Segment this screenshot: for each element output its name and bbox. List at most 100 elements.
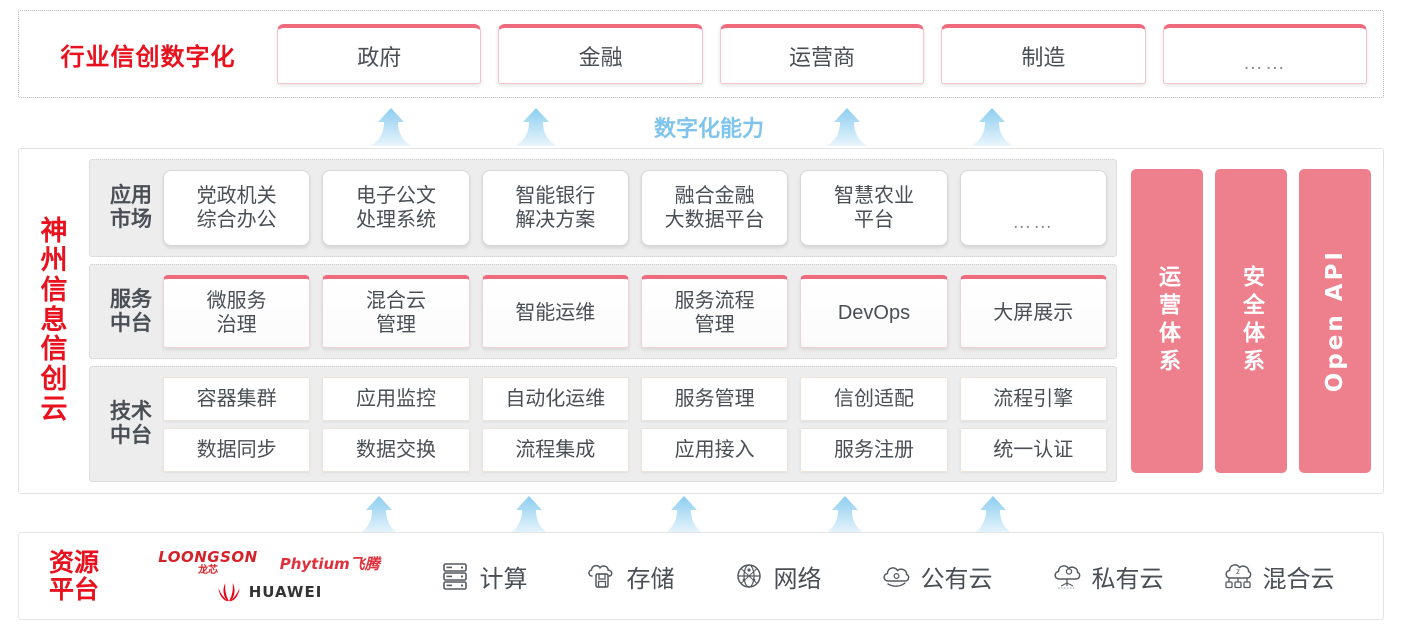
band-label-line: 应用 (110, 183, 152, 208)
card-line: 综合办公 (196, 209, 277, 231)
resource-item-label: 存储 (626, 565, 675, 593)
up-arrow-icon (826, 108, 868, 146)
tech-card-data-exchange[interactable]: 数据交换 (322, 427, 470, 472)
tech-card-unified-auth[interactable]: 统一认证 (959, 427, 1107, 472)
card-line: 智能银行 (515, 185, 596, 207)
resource-item-label: 计算 (479, 565, 528, 593)
pillar-label: Open API (1322, 249, 1348, 393)
resource-item-list: 计算 存储 (409, 559, 1383, 594)
pillar-open-api[interactable]: Open API (1299, 169, 1371, 473)
private-cloud-icon (1053, 565, 1080, 589)
resource-item-label: 网络 (773, 565, 822, 593)
resource-title-line: 平台 (48, 575, 99, 604)
app-card-government-office[interactable]: 党政机关 综合办公 (163, 170, 311, 246)
vendor-logo-list: LOONGSON 龙芯 Phytium飞腾 HUAWEI (129, 550, 409, 602)
huawei-logo: HUAWEI (216, 582, 323, 602)
pillar-list: 运营体系 安全体系 Open API (1117, 159, 1371, 483)
tech-card-automated-ops[interactable]: 自动化运维 (481, 376, 629, 421)
tech-platform-rows: 容器集群 应用监控 自动化运维 服务管理 信创适配 流程引擎 数据同步 数据交换… (163, 376, 1107, 472)
resource-platform-title: 资源 平台 (19, 547, 129, 604)
cloud-band-stack: 应用 市场 党政机关 综合办公 电子公文 (89, 159, 1117, 483)
resource-item-hybrid-cloud[interactable]: z 混合云 (1221, 559, 1335, 594)
industry-card-telecom[interactable]: 运营商 (719, 24, 925, 84)
tech-card-xinchuang-adaptation[interactable]: 信创适配 (800, 376, 948, 421)
pillar-security-system[interactable]: 安全体系 (1215, 169, 1287, 473)
tech-platform-row-2: 数据同步 数据交换 流程集成 应用接入 服务注册 统一认证 (163, 427, 1107, 472)
phytium-logo: Phytium飞腾 (279, 554, 380, 573)
industry-card-list: 政府 金融 运营商 制造 …… (277, 24, 1383, 84)
resource-item-compute[interactable]: 计算 (438, 559, 528, 594)
band-label-line: 中台 (110, 310, 152, 335)
tech-card-app-monitoring[interactable]: 应用监控 (322, 376, 470, 421)
band-label-app-market: 应用 市场 (99, 184, 163, 231)
up-arrow-icon (971, 108, 1013, 146)
huawei-logo-text: HUAWEI (248, 583, 323, 601)
loongson-logo: LOONGSON 龙芯 (158, 550, 258, 576)
svc-card-dashboard-display[interactable]: 大屏展示 (959, 275, 1107, 348)
industry-card-government[interactable]: 政府 (277, 24, 482, 84)
pillar-label: 运营体系 (1155, 265, 1180, 377)
industry-card-manufacturing[interactable]: 制造 (941, 24, 1146, 84)
resource-item-label: 公有云 (920, 565, 993, 593)
card-line: 大数据平台 (664, 209, 765, 231)
resource-item-label: 私有云 (1091, 565, 1164, 593)
card-line: 大屏展示 (993, 302, 1074, 324)
card-line: 服务流程 (674, 290, 755, 312)
industry-card-finance[interactable]: 金融 (498, 24, 703, 84)
card-line: 智能运维 (515, 302, 596, 324)
resource-item-network[interactable]: 网络 (732, 559, 822, 594)
cloud-panel-body: 应用 市场 党政机关 综合办公 电子公文 (89, 149, 1383, 493)
resource-item-label: 混合云 (1262, 565, 1335, 593)
pillar-operations-system[interactable]: 运营体系 (1131, 169, 1203, 473)
loongson-logo-text: LOONGSON (158, 548, 258, 566)
app-card-smart-bank[interactable]: 智能银行 解决方案 (481, 170, 629, 246)
resource-item-public-cloud[interactable]: 公有云 (879, 559, 993, 594)
card-line: 混合云 (365, 290, 426, 312)
huawei-flower-icon (218, 583, 240, 602)
band-app-market: 应用 市场 党政机关 综合办公 电子公文 (89, 159, 1117, 257)
card-line: 微服务 (206, 290, 267, 312)
up-arrow-icon (358, 496, 400, 534)
card-line: 处理系统 (355, 209, 436, 231)
tech-card-service-mgmt[interactable]: 服务管理 (640, 376, 789, 421)
card-line: 解决方案 (515, 209, 596, 231)
hybrid-cloud-icon: z (1224, 564, 1251, 589)
up-arrow-icon (663, 496, 705, 534)
industry-card-more[interactable]: …… (1162, 24, 1368, 84)
card-line: 管理 (375, 314, 416, 336)
tech-card-container-cluster[interactable]: 容器集群 (163, 376, 311, 421)
cloud-panel: 神 州 信 息 信 创 云 应用 市场 党政机关 (18, 148, 1384, 494)
up-arrow-icon (508, 496, 550, 534)
svc-card-smart-ops[interactable]: 智能运维 (481, 275, 629, 348)
loongson-logo-cn: 龙芯 (197, 565, 218, 576)
vendor-logo-row-1: LOONGSON 龙芯 Phytium飞腾 (158, 550, 380, 576)
svc-card-devops[interactable]: DevOps (800, 275, 948, 348)
industry-band: 行业信创数字化 政府 金融 运营商 制造 …… (18, 10, 1384, 98)
resource-item-storage[interactable]: 存储 (585, 559, 675, 594)
svc-card-microservice-governance[interactable]: 微服务 治理 (163, 275, 311, 348)
svc-card-service-process-mgmt[interactable]: 服务流程 管理 (640, 275, 789, 348)
resource-item-private-cloud[interactable]: 私有云 (1050, 559, 1164, 594)
vendor-logo-row-2: HUAWEI (216, 582, 323, 602)
tech-card-process-integration[interactable]: 流程集成 (481, 427, 629, 472)
cloud-title-char: 信 (40, 334, 68, 366)
tech-card-data-sync[interactable]: 数据同步 (163, 427, 311, 472)
cloud-title-char: 信 (40, 275, 68, 307)
card-line: 电子公文 (355, 185, 436, 207)
capability-arrow-band: 数字化能力 (18, 104, 1384, 146)
cloud-title-char: 息 (40, 304, 68, 336)
tech-card-process-engine[interactable]: 流程引擎 (959, 376, 1107, 421)
app-card-more[interactable]: …… (959, 170, 1107, 246)
band-label-line: 技术 (110, 399, 152, 424)
svc-card-hybrid-cloud-mgmt[interactable]: 混合云 管理 (322, 275, 470, 348)
tech-card-app-access[interactable]: 应用接入 (640, 427, 789, 472)
up-arrow-icon (824, 496, 866, 534)
resource-title-line: 资源 (48, 547, 99, 577)
app-card-edoc-system[interactable]: 电子公文 处理系统 (322, 170, 470, 246)
public-cloud-icon (882, 567, 909, 587)
app-card-finance-bigdata[interactable]: 融合金融 大数据平台 (640, 170, 789, 246)
app-card-smart-agriculture[interactable]: 智慧农业 平台 (800, 170, 948, 246)
tech-card-service-registry[interactable]: 服务注册 (800, 427, 948, 472)
app-market-card-list: 党政机关 综合办公 电子公文 处理系统 智能银行 (163, 170, 1107, 246)
